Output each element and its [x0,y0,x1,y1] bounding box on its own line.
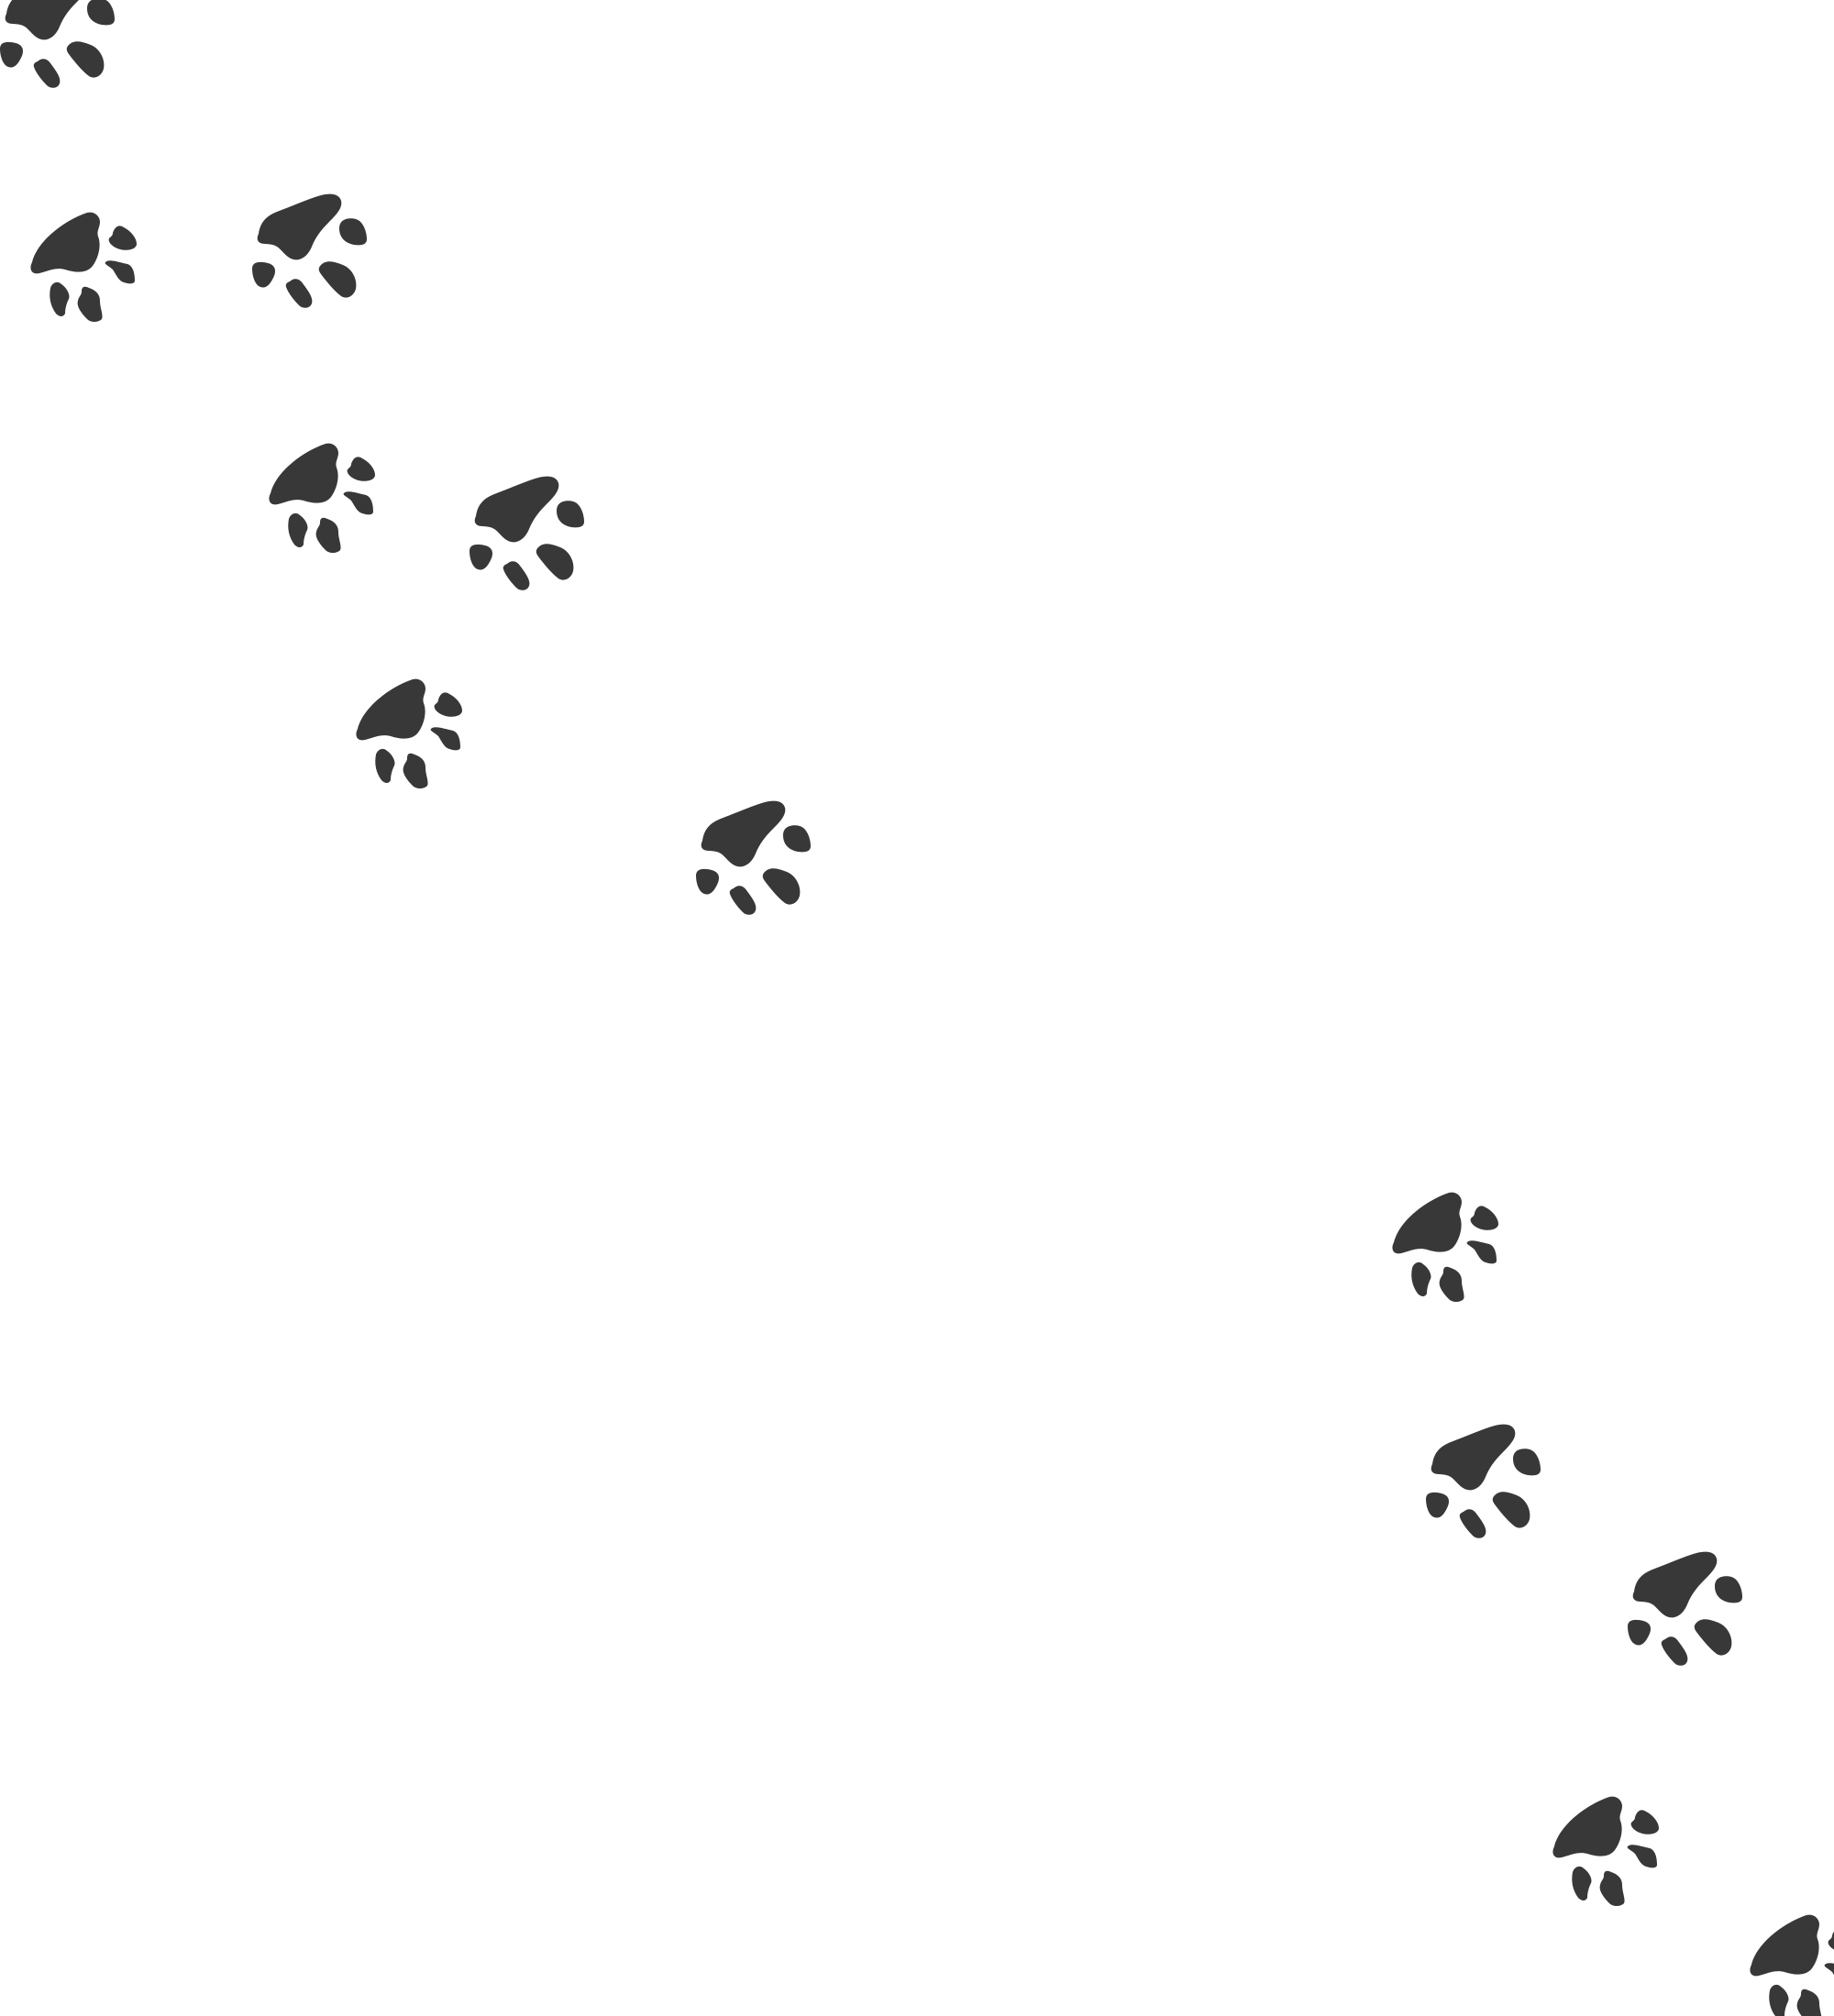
paw-print-right-foot [1750,1914,1834,2016]
paw-print-left-foot [1552,1796,1659,1906]
paw-print-right-foot [1392,1192,1498,1302]
paw-print-right-foot [356,678,462,788]
paw-print-right-foot [1628,1551,1742,1666]
paw-print-right-foot [30,212,137,322]
paw-print-right-foot [269,443,375,553]
paw-print-left-foot [470,476,584,590]
paw-print-left-foot [0,0,115,88]
paw-print-left-foot [252,193,367,308]
paw-print-left-foot [1426,1424,1541,1538]
paw-print-left-foot [696,800,811,915]
